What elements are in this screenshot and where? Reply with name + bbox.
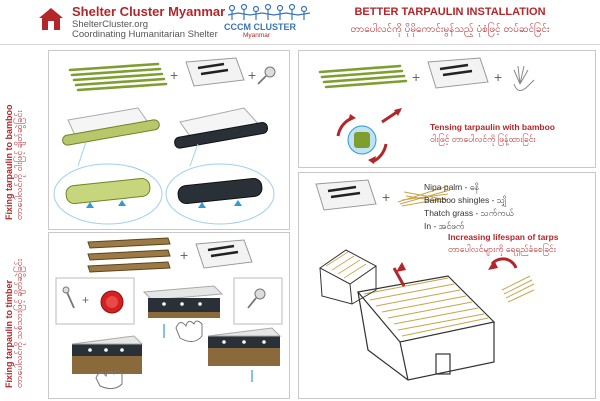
timber-wrap-top bbox=[142, 285, 224, 318]
people-logo-icon bbox=[227, 3, 311, 20]
ccm-subtitle: Myanmar bbox=[243, 32, 271, 39]
hand-icon bbox=[95, 320, 203, 390]
svg-text:+: + bbox=[412, 69, 420, 85]
tarpaulin-icon bbox=[185, 57, 245, 87]
house-logo-icon bbox=[39, 8, 63, 30]
header bbox=[0, 0, 600, 44]
svg-text:+: + bbox=[170, 67, 178, 83]
bamboo-roll-left bbox=[62, 107, 160, 146]
timber-wrap-left bbox=[71, 335, 144, 374]
hand-icon bbox=[513, 65, 535, 91]
svg-text:+: + bbox=[248, 67, 256, 83]
roof-thatch bbox=[363, 277, 489, 337]
header-divider bbox=[0, 44, 600, 45]
panel-timber-label-en: Fixing tarpaulin to timber bbox=[4, 279, 14, 388]
svg-text:+: + bbox=[382, 189, 390, 205]
tension-materials: + + bbox=[318, 57, 535, 164]
bamboo-materials: + + bbox=[53, 57, 276, 225]
nail-icon bbox=[62, 286, 75, 309]
org-subtitle: Coordinating Humanitarian Shelter bbox=[72, 29, 218, 40]
lifespan-subtitle: တာပေါလင်များကို ရေရှည်ခံစေခြင်း bbox=[448, 244, 556, 254]
svg-text:+: + bbox=[82, 293, 89, 307]
timber-wrap-right bbox=[207, 327, 282, 366]
tarpaulin-icon bbox=[315, 179, 377, 211]
svg-text:+: + bbox=[180, 247, 188, 263]
arrow-icon bbox=[381, 108, 402, 124]
bamboo-poles-icon bbox=[68, 62, 168, 92]
main-title: BETTER TARPAULIN INSTALLATION bbox=[354, 6, 546, 18]
timber-materials: + + bbox=[55, 237, 283, 390]
panel-bamboo-label-my: တာပေါလင်ကို ဝါးဖြင့် ချိတ်ဆွဲခြင်း bbox=[14, 110, 24, 220]
lifespan-materials: + bbox=[315, 179, 535, 381]
tarpaulin-icon bbox=[427, 57, 489, 89]
bamboo-poles-icon bbox=[318, 64, 408, 89]
small-house-drawing bbox=[319, 249, 377, 305]
bottle-cap-icon bbox=[100, 290, 124, 314]
lifespan-list-item: In - အင်ဖက် bbox=[424, 221, 465, 231]
thatch-bundle bbox=[501, 275, 535, 303]
panel-bamboo-label: Fixing tarpaulin to bamboo တာပေါလင်ကို ဝ… bbox=[4, 105, 27, 221]
house-drawing bbox=[356, 275, 496, 381]
svg-text:+: + bbox=[494, 69, 502, 85]
timber-planks-icon bbox=[87, 237, 171, 273]
lifespan-title: Increasing lifespan of tarps bbox=[448, 232, 559, 242]
panel-timber-label: Fixing tarpaulin to timber တာပေါလင်ကို သ… bbox=[4, 259, 27, 388]
lifespan-list: Nipa palm - ဓနိ Bamboo shingles - သျှိ T… bbox=[424, 182, 514, 234]
org-title: Shelter Cluster Myanmar bbox=[72, 4, 226, 19]
ccm-title: CCCM CLUSTER bbox=[224, 22, 296, 32]
org-url[interactable]: ShelterCluster.org bbox=[72, 19, 149, 30]
bamboo-roll-right bbox=[174, 107, 269, 149]
panel-bamboo-label-en: Fixing tarpaulin to bamboo bbox=[4, 104, 14, 221]
tension-subtitle: ဝါးဖြင့် တာပေါလင်ကို ဖြန့်ထားခြင်း bbox=[430, 134, 536, 144]
thatch-icon bbox=[397, 185, 451, 207]
nail-icon bbox=[257, 66, 276, 85]
tarpaulin-icon bbox=[195, 239, 253, 269]
main-subtitle: တာပေါလင်ကို ပိုမိုကောင်းမွန်သည့် ပုံစံဖြ… bbox=[350, 24, 550, 35]
arrow-icon bbox=[392, 262, 406, 287]
lifespan-list-item: Nipa palm - ဓနိ bbox=[424, 182, 480, 192]
lifespan-list-item: Bamboo shingles - သျှိ bbox=[424, 195, 507, 205]
panel-timber-label-my: တာပေါလင်ကို သစ်သားဖြင့် ချိတ်ဆွဲခြင်း bbox=[14, 258, 24, 388]
lifespan-list-item: Thatch grass - သက်ကယ် bbox=[424, 208, 514, 218]
tension-title: Tensing tarpaulin with bamboo bbox=[430, 122, 555, 132]
nail-icon bbox=[247, 288, 266, 309]
